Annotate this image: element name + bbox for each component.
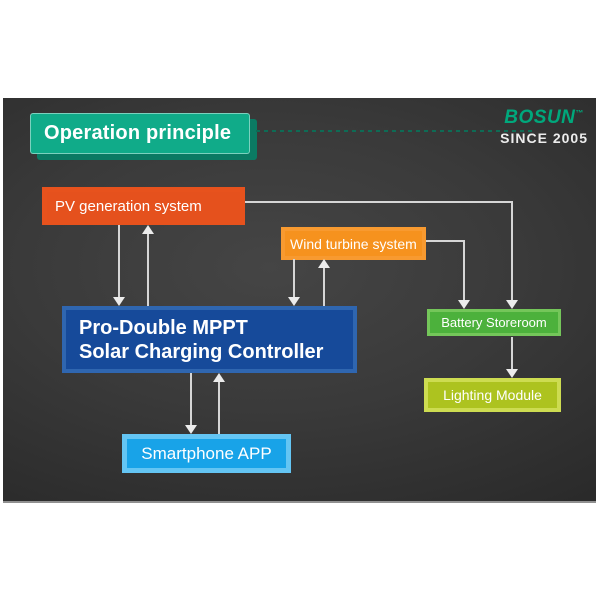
trademark-symbol: ™ bbox=[575, 108, 584, 118]
brand-wordmark: BOSUN bbox=[504, 107, 576, 128]
node-lighting-module: Lighting Module bbox=[424, 378, 561, 412]
arrow-up-icon bbox=[213, 373, 225, 382]
edge-wind-to-battery-horizontal-line bbox=[426, 240, 465, 242]
node-lighting-label: Lighting Module bbox=[443, 387, 542, 403]
node-battery-label: Battery Storeroom bbox=[441, 315, 547, 330]
edge-battery-to-lighting-line bbox=[511, 337, 513, 369]
node-controller-label-line2: Solar Charging Controller bbox=[79, 340, 324, 363]
brand-logo: BOSUN™ SINCE 2005 bbox=[500, 108, 588, 146]
node-battery-storeroom: Battery Storeroom bbox=[427, 309, 561, 336]
arrow-up-icon bbox=[142, 225, 154, 234]
node-wind-label: Wind turbine system bbox=[290, 235, 417, 252]
edge-wind-to-battery-vertical-line bbox=[463, 240, 465, 300]
node-wind-turbine-system: Wind turbine system bbox=[281, 227, 426, 260]
title-divider-dashed-line bbox=[256, 130, 535, 132]
arrow-down-icon bbox=[506, 300, 518, 309]
edge-wind-to-controller-line bbox=[293, 259, 295, 297]
node-charging-controller: Pro-Double MPPT Solar Charging Controlle… bbox=[62, 306, 357, 373]
edge-pv-to-controller-line bbox=[118, 225, 120, 297]
node-pv-generation-system: PV generation system bbox=[42, 187, 245, 225]
arrow-down-icon bbox=[113, 297, 125, 306]
arrow-up-icon bbox=[318, 259, 330, 268]
arrow-down-icon bbox=[288, 297, 300, 306]
edge-controller-to-wind-line bbox=[323, 268, 325, 306]
node-smartphone-app: Smartphone APP bbox=[122, 434, 291, 473]
edge-smartphone-to-controller-line bbox=[218, 382, 220, 434]
arrow-down-icon bbox=[185, 425, 197, 434]
page-title: Operation principle bbox=[30, 113, 250, 154]
edge-pv-to-battery-horizontal-line bbox=[245, 201, 513, 203]
brand-name: BOSUN™ bbox=[504, 108, 584, 127]
node-smartphone-label: Smartphone APP bbox=[141, 443, 272, 463]
edge-controller-to-pv-line bbox=[147, 234, 149, 306]
node-controller-label-line1: Pro-Double MPPT bbox=[79, 316, 248, 339]
brand-tagline: SINCE 2005 bbox=[500, 130, 588, 146]
page-title-label: Operation principle bbox=[44, 122, 232, 144]
arrow-down-icon bbox=[506, 369, 518, 378]
edge-pv-to-battery-vertical-line bbox=[511, 201, 513, 300]
edge-controller-to-smartphone-line bbox=[190, 373, 192, 425]
slide-background: Operation principle BOSUN™ SINCE 2005 PV… bbox=[3, 98, 596, 503]
node-pv-label: PV generation system bbox=[55, 197, 202, 215]
arrow-down-icon bbox=[458, 300, 470, 309]
